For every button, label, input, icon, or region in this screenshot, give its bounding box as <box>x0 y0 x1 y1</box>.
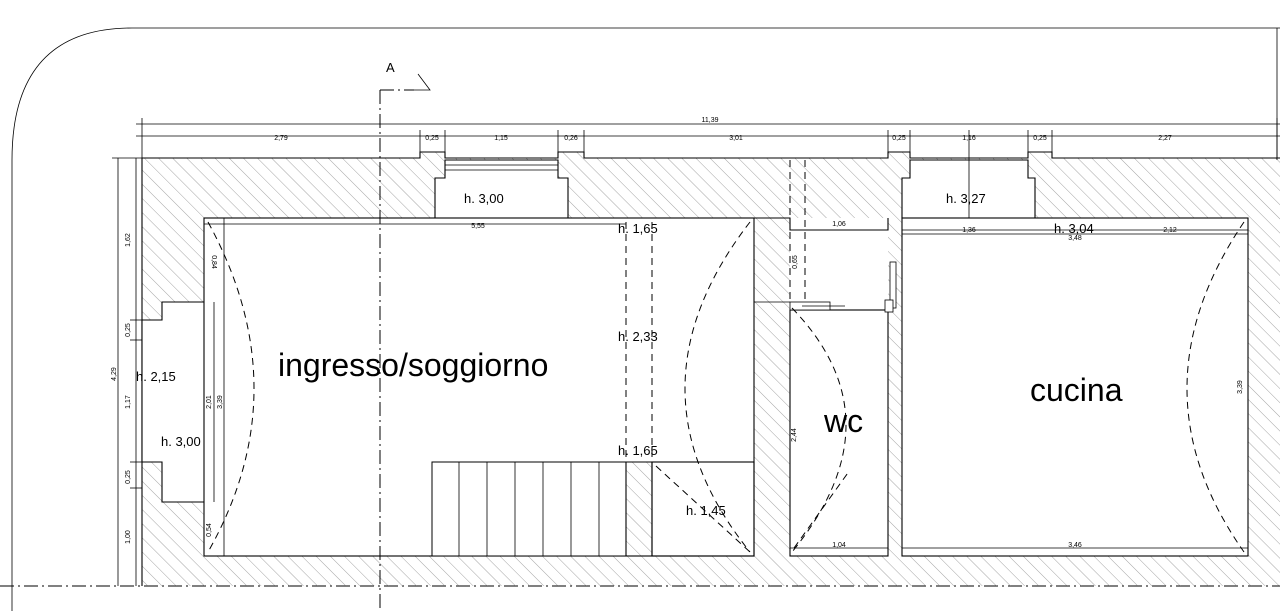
dim-top-4: 0,26 <box>564 135 578 142</box>
dim-left-3: 1,17 <box>125 395 132 409</box>
living-dimensions: 5,55 0,84 3,39 2,01 0,54 <box>204 218 626 556</box>
kitchen-room <box>884 217 1249 557</box>
height-door-lower: h. 3,00 <box>161 434 201 449</box>
height-living-bottom: h. 1,65 <box>618 443 658 458</box>
dim-kitchen-top-total: 3,48 <box>1068 235 1082 242</box>
top-dimension-chain: 11,39 2,79 0,25 1,15 0,26 3,01 0,25 1,16… <box>136 117 1280 160</box>
height-living-mid: h. 2,33 <box>618 329 658 344</box>
room-label-living: ingresso/soggiorno <box>278 347 548 383</box>
wc-dimensions: 1,06 0,65 2,44 1,04 <box>790 221 888 549</box>
dim-left-5: 1,00 <box>125 530 132 544</box>
dim-living-top-offset: 0,84 <box>210 255 217 269</box>
height-window-right: h. 3,27 <box>946 191 986 206</box>
dim-top-5: 3,01 <box>729 135 743 142</box>
dim-living-bottom-offset: 0,54 <box>206 523 213 537</box>
dim-living-width: 5,55 <box>471 223 485 230</box>
closet <box>625 461 755 557</box>
door-niche-left <box>141 301 204 503</box>
section-label: A <box>386 60 395 75</box>
dim-top-8: 0,25 <box>1033 135 1047 142</box>
dim-left-1: 1,62 <box>125 233 132 247</box>
dim-wc-height: 2,44 <box>791 428 798 442</box>
height-kitchen: h. 3,04 <box>1054 221 1094 236</box>
room-label-wc: wc <box>823 403 863 439</box>
wall-mass <box>142 152 1280 586</box>
dim-top-1: 2,79 <box>274 135 288 142</box>
window-recess-right <box>901 159 1036 219</box>
height-door-upper: h. 2,15 <box>136 369 176 384</box>
dim-kitchen-height: 3,39 <box>1237 380 1244 394</box>
dim-wc-depth: 0,65 <box>792 255 799 269</box>
kitchen-dimensions: 1,36 2,12 3,48 3,46 3,39 <box>902 227 1248 549</box>
height-window-left: h. 3,00 <box>464 191 504 206</box>
height-closet: h. 1,45 <box>686 503 726 518</box>
dim-left-2: 0,25 <box>125 323 132 337</box>
window-recess-left <box>434 159 569 219</box>
dim-top-2: 0,25 <box>425 135 439 142</box>
dim-kitchen-top-b: 2,12 <box>1163 227 1177 234</box>
dim-wc-top: 1,06 <box>832 221 846 228</box>
dim-top-3: 1,15 <box>494 135 508 142</box>
left-dimension-chain: 1,62 0,25 1,17 0,25 1,00 4,29 <box>111 157 142 586</box>
dim-living-height: 3,39 <box>217 395 224 409</box>
wc-room <box>754 160 889 557</box>
vault-arc-left <box>207 221 255 553</box>
dim-left-total: 4,29 <box>111 367 118 381</box>
dim-left-4: 0,25 <box>125 470 132 484</box>
boundary-line <box>11 27 1280 611</box>
dim-total: 11,39 <box>702 117 719 124</box>
dim-wc-width: 1,04 <box>832 542 846 549</box>
dim-kitchen-top-a: 1,36 <box>962 227 976 234</box>
dim-top-6: 0,25 <box>892 135 906 142</box>
section-line-a: A <box>379 60 431 611</box>
room-label-kitchen: cucina <box>1030 372 1123 408</box>
dim-top-7: 1,16 <box>962 135 976 142</box>
staircase <box>431 461 627 557</box>
height-living-top: h. 1,65 <box>618 221 658 236</box>
dim-top-9: 2,27 <box>1158 135 1172 142</box>
dim-living-window: 2,01 <box>206 395 213 409</box>
dim-kitchen-width: 3,46 <box>1068 542 1082 549</box>
vault-arc-right <box>684 221 751 553</box>
